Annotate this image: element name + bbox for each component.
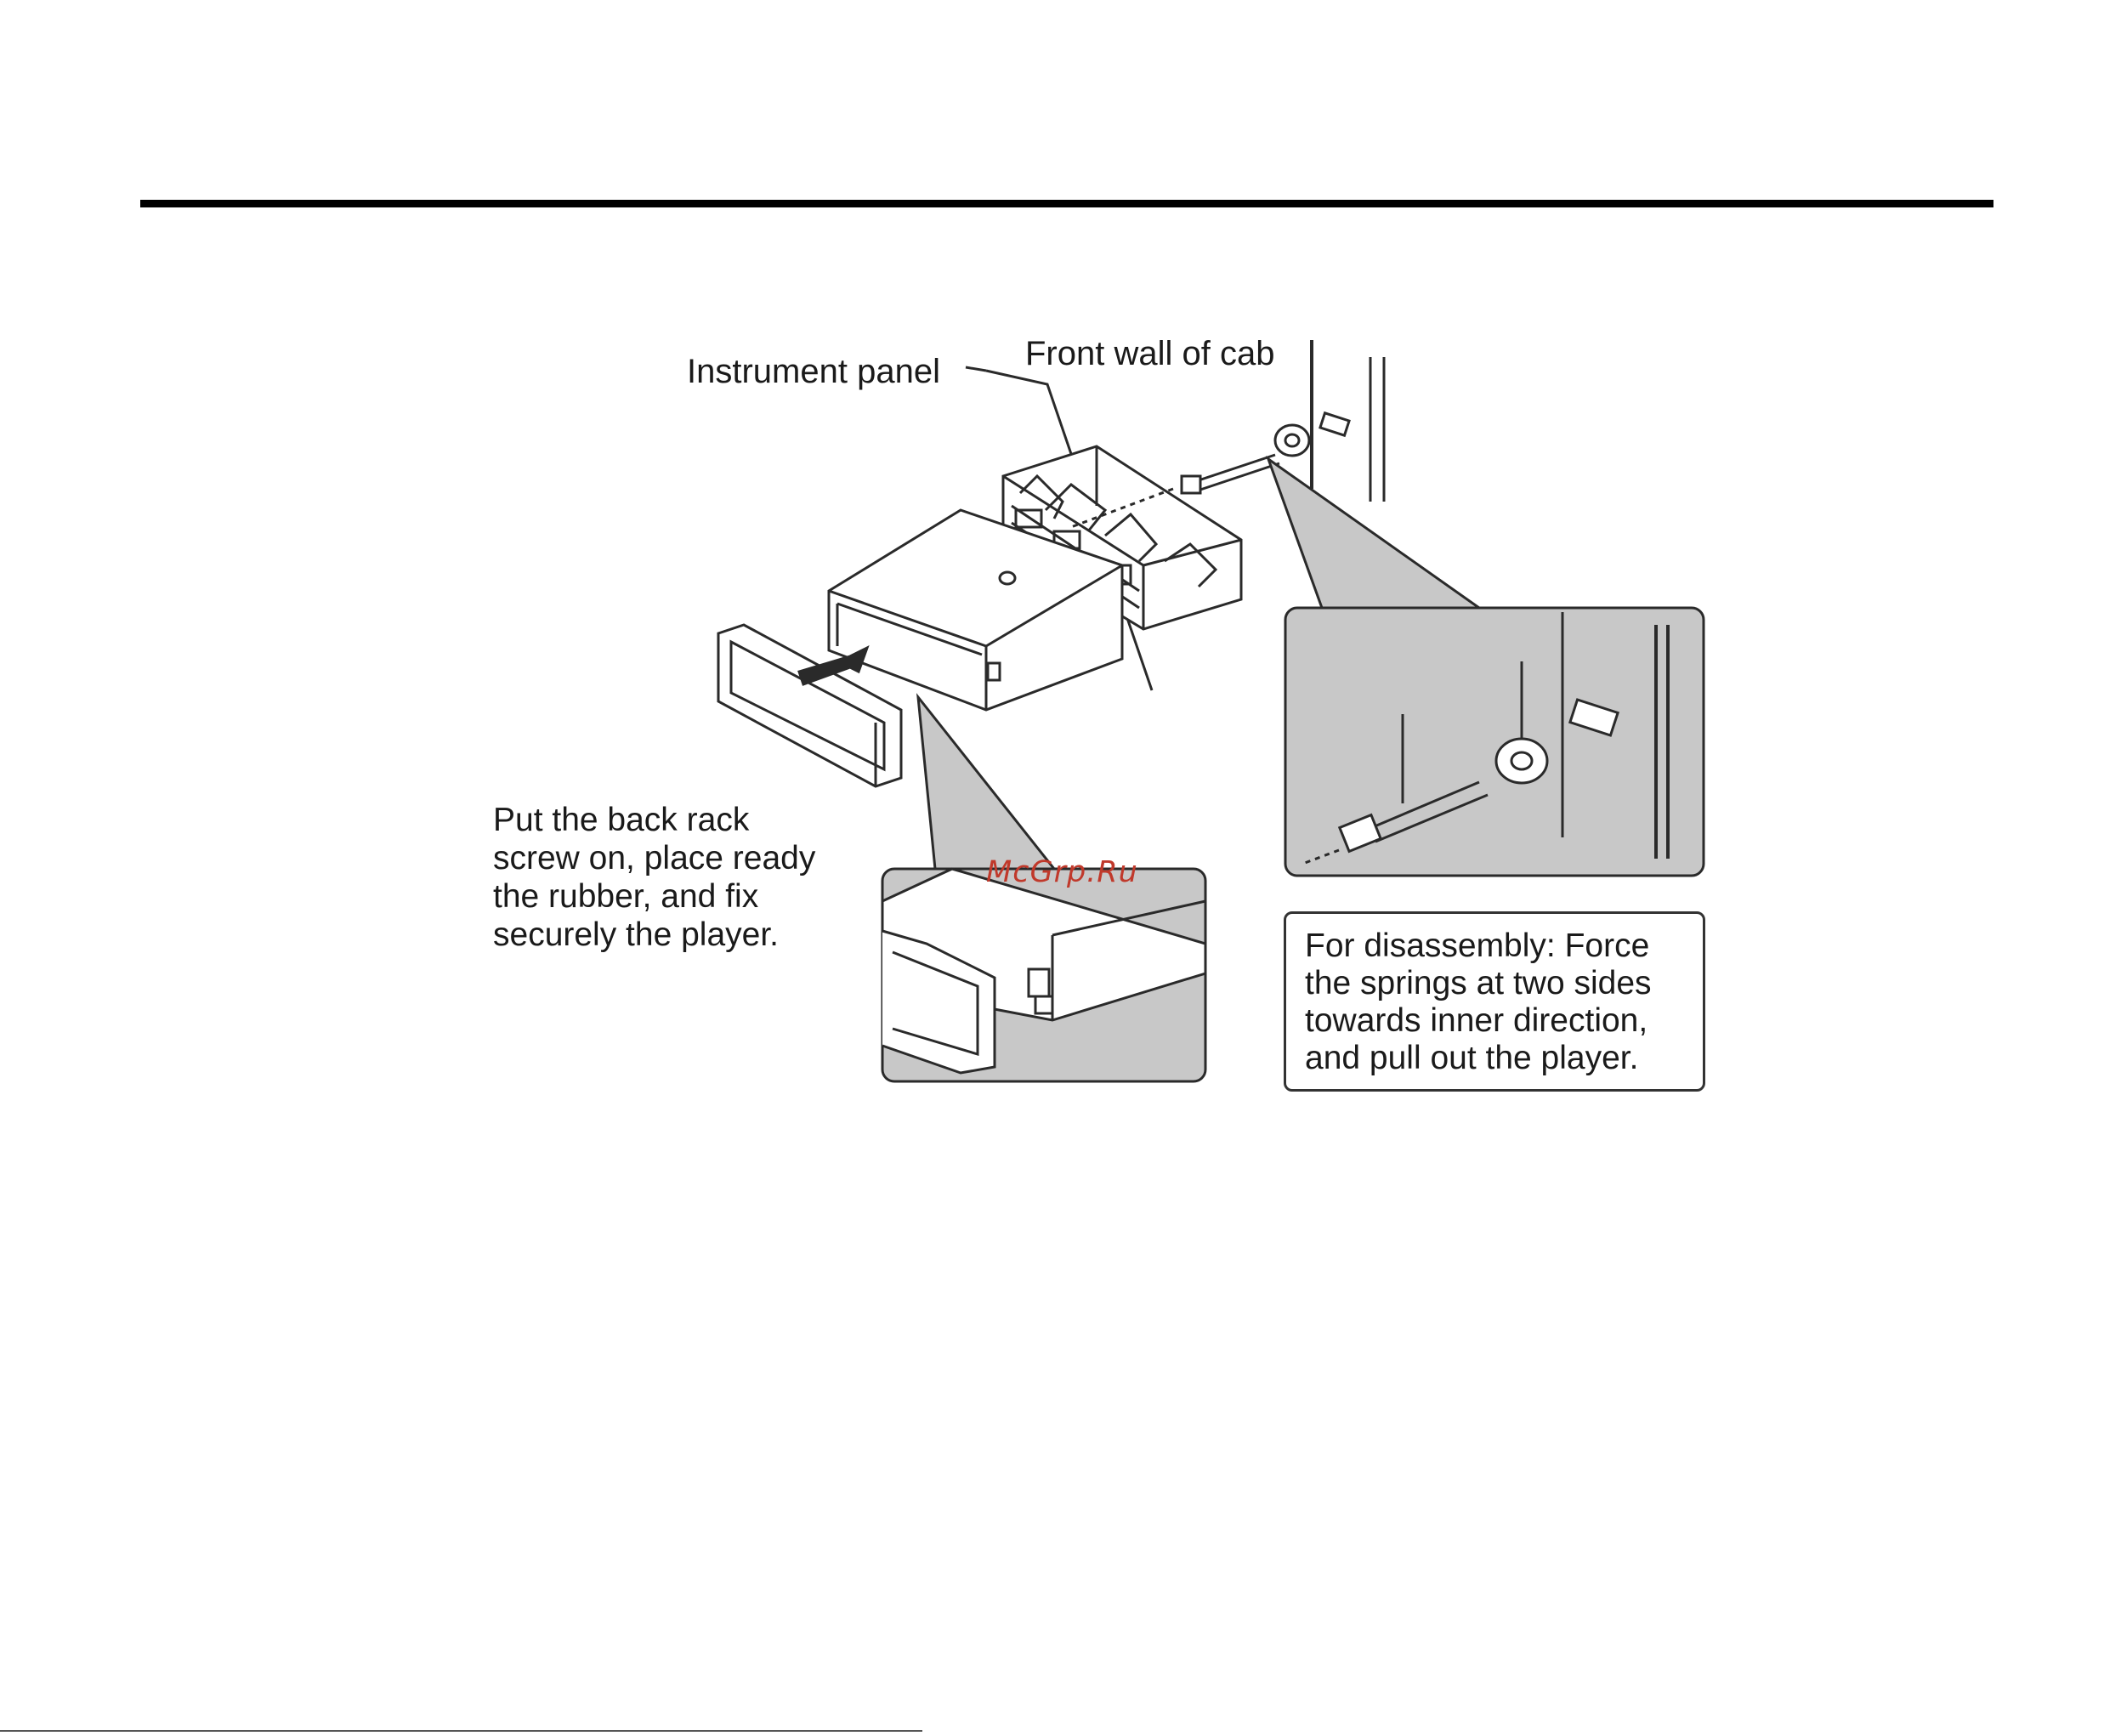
instruction-line: Put the back rack	[493, 801, 815, 839]
panel-leader	[966, 367, 986, 371]
disassembly-line: the springs at two sides	[1305, 965, 1652, 1002]
instruction-line: securely the player.	[493, 916, 815, 954]
install-instructions: Put the back rack screw on, place ready …	[493, 801, 815, 954]
callout-frame-detail	[882, 697, 1205, 1081]
disassembly-text: For disassembly: Force the springs at tw…	[1305, 928, 1652, 1077]
instrument-panel-label: Instrument panel	[687, 352, 940, 391]
disassembly-line: towards inner direction,	[1305, 1002, 1652, 1040]
instruction-line: screw on, place ready	[493, 839, 815, 877]
disassembly-line: For disassembly: Force	[1305, 928, 1652, 965]
disassembly-note-box: For disassembly: Force the springs at tw…	[1284, 911, 1705, 1092]
footer-line	[0, 1730, 922, 1732]
watermark: McGrp.Ru	[986, 855, 1138, 889]
disassembly-line: and pull out the player.	[1305, 1040, 1652, 1077]
instruction-line: the rubber, and fix	[493, 877, 815, 916]
callout-screw-detail	[1268, 459, 1704, 876]
front-wall-label: Front wall of cab	[1025, 334, 1274, 373]
